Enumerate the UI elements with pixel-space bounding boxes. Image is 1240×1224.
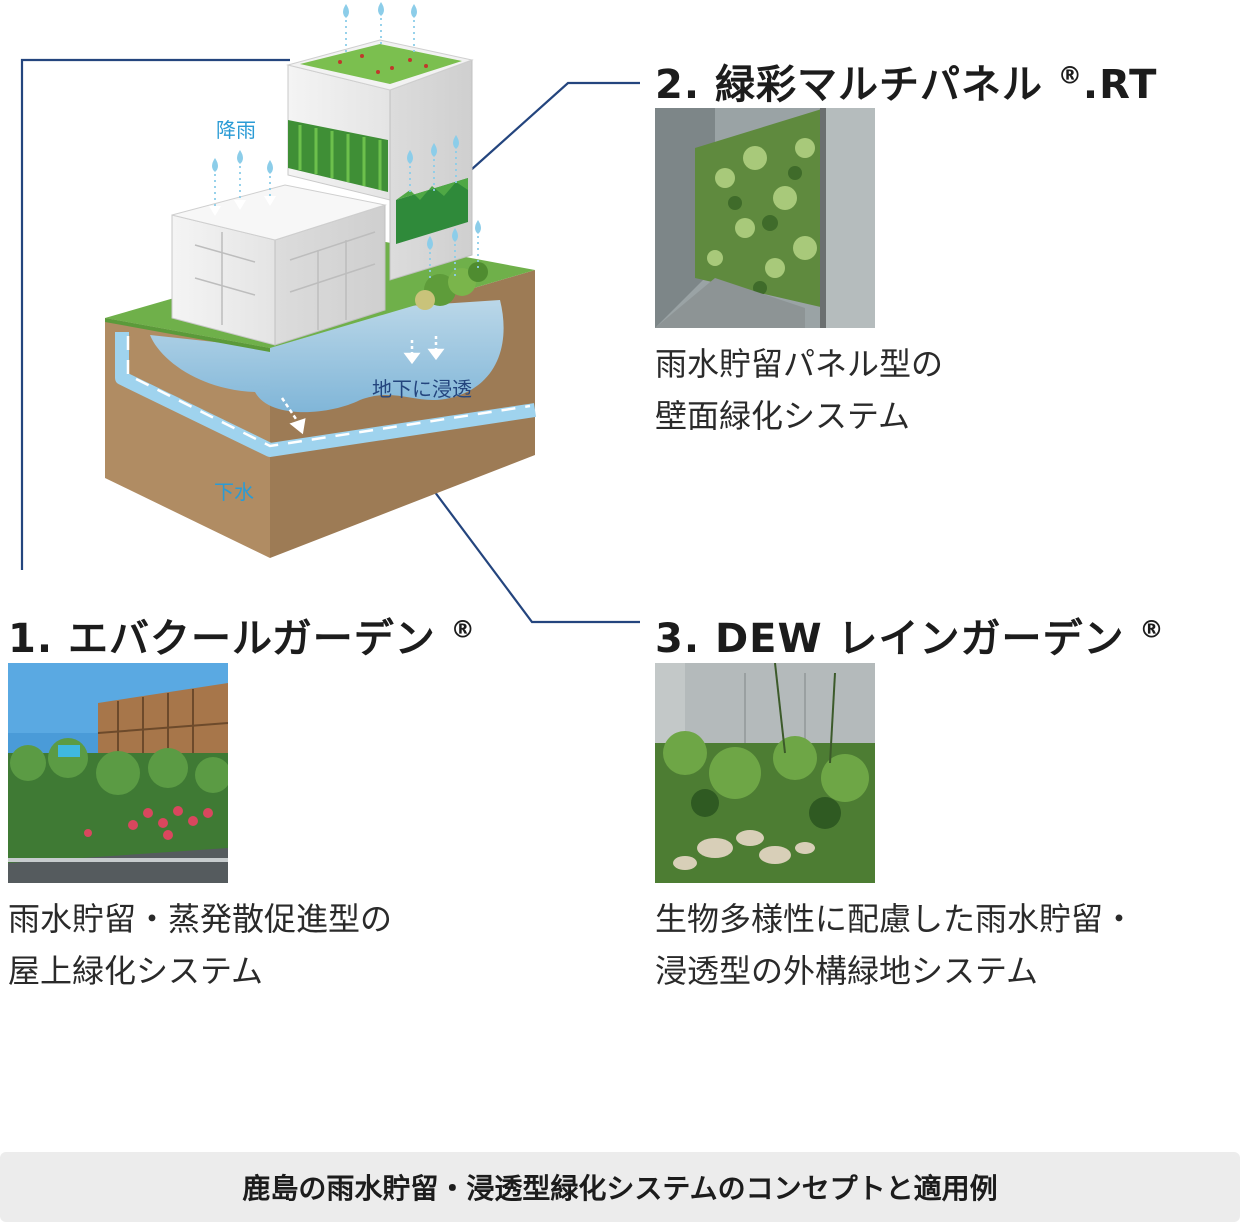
ground-shrubs — [415, 262, 488, 310]
leader-line-2 — [461, 81, 640, 179]
leader-line-1 — [20, 58, 290, 570]
concept-diagram: 降雨 地下に浸透 下水 — [20, 2, 640, 624]
caption-text: 鹿島の雨水貯留・浸透型緑化システムのコンセプトと適用例 — [242, 1172, 998, 1205]
system-3-photo — [655, 663, 875, 883]
infiltration-arrows — [280, 336, 445, 435]
caption-bar: 鹿島の雨水貯留・浸透型緑化システムのコンセプトと適用例 — [0, 1152, 1240, 1222]
system-2-title: 2. 緑彩マルチパネル ®.RT — [655, 61, 1158, 108]
green-roof — [300, 44, 462, 84]
system-3-title: 3. DEW レインガーデン ® — [655, 615, 1165, 662]
lower-building-roof — [171, 184, 387, 241]
system-2-photo — [655, 108, 875, 328]
system-1-description: 雨水貯留・蒸発散促進型の 屋上緑化システム — [8, 900, 393, 990]
sewer-label: 下水 — [214, 480, 254, 504]
system-2-description: 雨水貯留パネル型の 壁面緑化システム — [655, 345, 944, 435]
groundwater — [150, 300, 504, 413]
sewer-pipe — [115, 332, 537, 457]
rain-drops — [212, 2, 481, 250]
system-1-title: 1. エバクールガーデン ® — [8, 615, 476, 662]
system-3-description: 生物多様性に配慮した雨水貯留・ 浸透型の外構緑地システム — [655, 900, 1136, 990]
system-1-photo — [8, 663, 228, 883]
rain-label: 降雨 — [216, 118, 256, 142]
infiltration-label: 地下に浸透 — [372, 377, 472, 401]
